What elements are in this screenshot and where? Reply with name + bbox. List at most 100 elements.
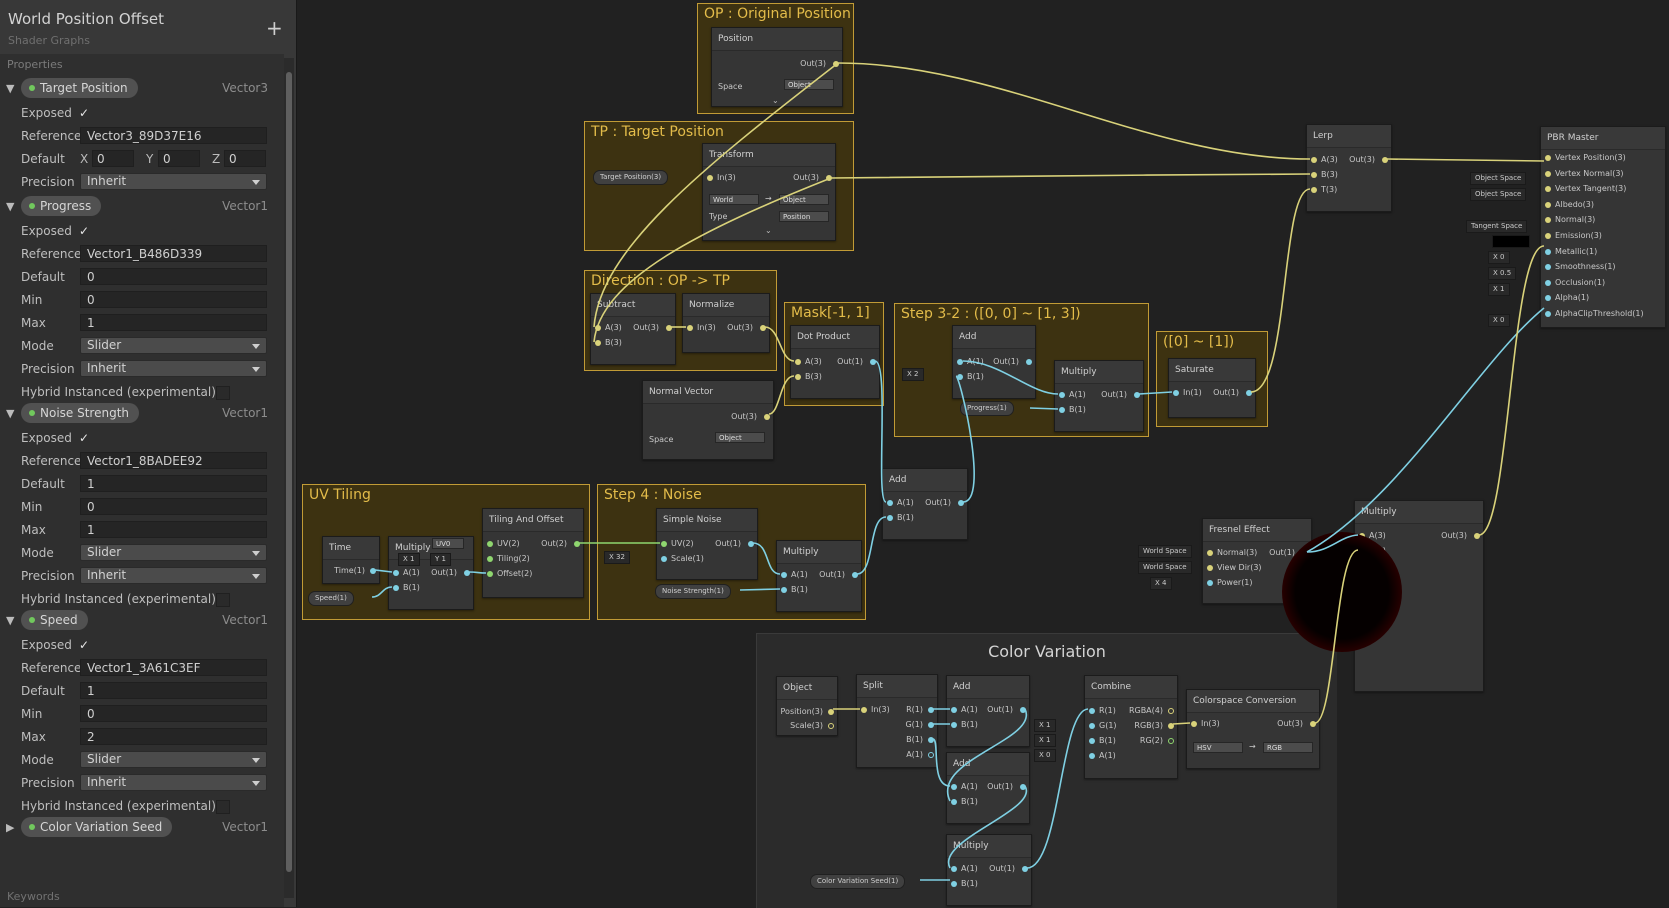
node-add[interactable]: Add A(1) B(1) Out(1) — [952, 325, 1036, 399]
node-add-color-1[interactable]: Add A(1) B(1) Out(1) — [946, 675, 1030, 747]
port-dot[interactable] — [887, 515, 893, 521]
add-property-icon[interactable]: + — [266, 16, 283, 40]
exposed-checkbox[interactable]: ✓ — [79, 431, 90, 445]
port-dot[interactable] — [887, 500, 893, 506]
node-combine[interactable]: Combine R(1) G(1) B(1) A(1) RGBA(4) RGB(… — [1084, 675, 1178, 779]
port-dot[interactable] — [1545, 170, 1551, 177]
node-tiling-and-offset[interactable]: Tiling And Offset UV(2) Tiling(2) Offset… — [482, 508, 584, 598]
port-dot[interactable] — [1089, 723, 1095, 729]
property-pill[interactable]: Speed — [21, 610, 88, 630]
default-z-field[interactable]: 0 — [224, 150, 266, 167]
node-normalize[interactable]: Normalize In(3) Out(3) — [682, 293, 770, 353]
occlusion-input[interactable]: X 1 — [1488, 283, 1510, 296]
uv-channel-dropdown[interactable]: UV0 — [432, 538, 464, 549]
port-dot[interactable] — [1545, 201, 1551, 208]
node-time[interactable]: Time Time(1) — [322, 536, 380, 584]
node-multiply-noise[interactable]: Multiply A(1) B(1) Out(1) — [776, 540, 862, 612]
tiling-y-input[interactable]: Y 1 — [430, 553, 451, 566]
min-field[interactable]: 0 — [80, 705, 267, 722]
port-dot[interactable] — [951, 784, 957, 790]
progress-property-pin[interactable]: Progress(1) — [960, 401, 1014, 416]
port-dot[interactable] — [1026, 359, 1032, 365]
combine-g-input[interactable]: X 1 — [1034, 719, 1056, 732]
port-dot[interactable] — [1310, 721, 1316, 727]
min-field[interactable]: 0 — [80, 498, 267, 515]
port-dot[interactable] — [1311, 157, 1317, 163]
port-dot[interactable] — [870, 359, 876, 365]
port-dot[interactable] — [951, 881, 957, 887]
max-field[interactable]: 1 — [80, 314, 267, 331]
port-dot[interactable] — [833, 61, 839, 67]
node-add-noise[interactable]: Add A(1) B(1) Out(1) — [882, 468, 968, 540]
port-dot[interactable] — [1545, 248, 1551, 255]
port-dot[interactable] — [574, 541, 580, 547]
port-dot[interactable] — [748, 541, 754, 547]
node-simple-noise[interactable]: Simple Noise UV(2) Scale(1) Out(1) — [656, 508, 758, 580]
port-dot[interactable] — [852, 572, 858, 578]
target-position-property-pin[interactable]: Target Position(3) — [593, 170, 669, 185]
property-header[interactable]: ▼ Progress Vector1 — [0, 196, 284, 220]
port-dot[interactable] — [1311, 187, 1317, 193]
vertex-tangent-space-input[interactable]: Object Space — [1470, 188, 1527, 201]
port-dot[interactable] — [928, 737, 934, 743]
precision-dropdown[interactable]: Inherit — [80, 567, 267, 584]
normal-space-input[interactable]: World Space — [1138, 545, 1192, 558]
node-normal-vector[interactable]: Normal Vector Out(3) Space Object — [642, 380, 774, 460]
x-input-field[interactable]: X 2 — [902, 368, 924, 381]
port-dot[interactable] — [951, 722, 957, 728]
precision-dropdown[interactable]: Inherit — [80, 774, 267, 791]
default-y-field[interactable]: 0 — [158, 150, 200, 167]
node-lerp[interactable]: Lerp A(3) B(3) T(3) Out(3) — [1306, 124, 1392, 212]
port-dot[interactable] — [1020, 707, 1026, 713]
port-dot[interactable] — [1545, 217, 1551, 224]
node-split[interactable]: Split In(3) R(1) G(1) B(1) A(1) — [856, 674, 938, 768]
port-dot[interactable] — [951, 866, 957, 872]
port-dot[interactable] — [661, 541, 667, 547]
port-dot[interactable] — [487, 556, 493, 562]
port-dot[interactable] — [1191, 721, 1197, 727]
node-saturate[interactable]: Saturate In(1) Out(1) — [1168, 358, 1256, 418]
chevron-down-icon[interactable]: ▼ — [6, 200, 15, 213]
port-dot[interactable] — [781, 587, 787, 593]
port-dot[interactable] — [1207, 580, 1213, 586]
port-dot[interactable] — [1246, 390, 1252, 396]
node-object[interactable]: Object Position(3) Scale(3) — [776, 676, 838, 736]
port-dot[interactable] — [464, 570, 470, 576]
min-field[interactable]: 0 — [80, 291, 267, 308]
group-color-variation[interactable]: Color Variation — [756, 633, 1337, 908]
port-dot[interactable] — [928, 707, 934, 713]
port-dot[interactable] — [370, 568, 376, 574]
node-add-color-2[interactable]: Add A(1) B(1) Out(1) — [946, 752, 1030, 824]
port-dot[interactable] — [1089, 753, 1095, 759]
port-dot[interactable] — [487, 541, 493, 547]
port-dot[interactable] — [1089, 738, 1095, 744]
exposed-checkbox[interactable]: ✓ — [79, 638, 90, 652]
hybrid-checkbox[interactable] — [216, 593, 230, 607]
space-dropdown[interactable]: Object — [715, 432, 765, 443]
reference-field[interactable]: Vector1_3A61C3EF — [80, 659, 267, 676]
port-dot[interactable] — [951, 707, 957, 713]
port-dot[interactable] — [1545, 233, 1551, 239]
chevron-down-icon[interactable]: ▼ — [6, 407, 15, 420]
port-dot[interactable] — [958, 500, 964, 506]
chevron-right-icon[interactable]: ▶ — [6, 821, 15, 834]
port-dot[interactable] — [393, 585, 399, 591]
hybrid-checkbox[interactable] — [216, 800, 230, 814]
node-colorspace-conversion[interactable]: Colorspace Conversion In(3) Out(3) HSV →… — [1186, 689, 1320, 769]
port-dot[interactable] — [828, 723, 834, 729]
port-dot[interactable] — [795, 359, 801, 365]
property-header[interactable]: ▶ Color Variation Seed Vector1 — [0, 817, 284, 841]
port-dot[interactable] — [1545, 311, 1551, 317]
port-dot[interactable] — [1134, 392, 1140, 398]
default-field[interactable]: 1 — [80, 682, 267, 699]
port-dot[interactable] — [1545, 155, 1551, 161]
vertex-normal-space-input[interactable]: Object Space — [1470, 172, 1527, 185]
chevron-down-icon[interactable]: ⌄ — [772, 96, 779, 105]
chevron-down-icon[interactable]: ⌄ — [765, 226, 772, 235]
reference-field[interactable]: Vector1_8BADEE92 — [80, 452, 267, 469]
combine-b-input[interactable]: X 1 — [1034, 734, 1056, 747]
precision-dropdown[interactable]: Inherit — [80, 360, 267, 377]
mode-dropdown[interactable]: Slider — [80, 751, 267, 768]
exposed-checkbox[interactable]: ✓ — [79, 106, 90, 120]
port-dot[interactable] — [1382, 157, 1388, 163]
